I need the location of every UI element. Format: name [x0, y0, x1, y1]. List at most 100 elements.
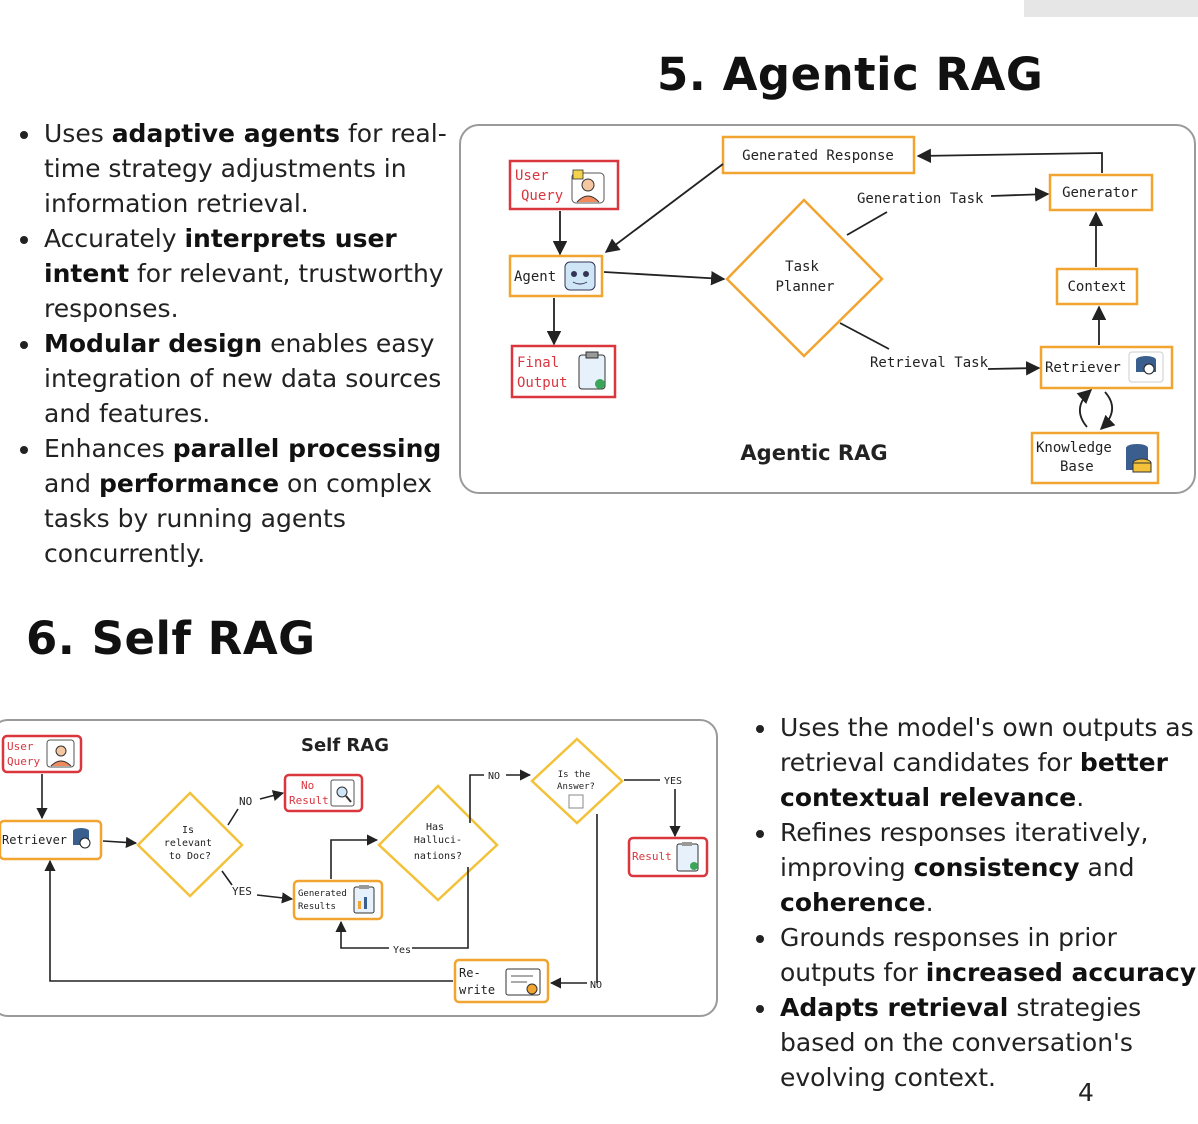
person-icon: [571, 169, 605, 204]
answer-doc-icon: [568, 794, 584, 809]
bullet-text: .: [1076, 783, 1085, 812]
rewrite-node: Re- write: [453, 958, 550, 1004]
is-relevant-label-2: relevant: [164, 838, 212, 849]
has-hallucinations-label-2: Halluci-: [414, 835, 462, 846]
user-query-label-2: Query: [521, 188, 563, 204]
has-hallucinations-node: Has Halluci- nations?: [377, 784, 499, 902]
bullet-text: Uses: [44, 119, 112, 148]
has-hallucinations-label-3: nations?: [414, 851, 462, 862]
generated-response-node: Generated Response: [721, 135, 916, 175]
self-clipboard-icon: [353, 885, 375, 914]
self-edges: [36, 769, 681, 989]
yes-loop-label: Yes: [393, 945, 411, 956]
generation-task-label: Generation Task: [857, 191, 984, 207]
corner-block: [1024, 0, 1198, 17]
has-hallucinations-label-1: Has: [426, 822, 444, 833]
database-search-icon: [1128, 351, 1164, 383]
yes-answer-label: YES: [664, 776, 682, 787]
bullet-text: Grounds responses in prior outputs for: [780, 923, 1117, 987]
agent-label: Agent: [514, 269, 556, 285]
edge-hallu-yes-b: [335, 920, 389, 949]
self-bullet-list: Uses the model's own outputs as retrieva…: [756, 710, 1198, 1095]
yes-bottom-label: YES: [232, 885, 252, 898]
agentic-bullet-2: Modular design enables easy integration …: [42, 326, 482, 431]
is-the-answer-label-2: Answer?: [557, 782, 595, 792]
result-label: Result: [632, 850, 672, 863]
self-rag-diagram: Self RAG User Query Retriever Is relevan…: [0, 734, 709, 1004]
retrieval-task-label: Retrieval Task: [870, 355, 989, 371]
self-retriever-label: Retriever: [2, 833, 67, 847]
edge-kb-to-retriever: [1076, 389, 1093, 428]
bullet-emphasis: adaptive agents: [111, 119, 341, 148]
self-user-query-node: User Query: [1, 734, 83, 774]
bullet-emphasis: Adapts retrieval: [780, 993, 1009, 1022]
bullet-emphasis: parallel processing: [172, 434, 442, 463]
knowledge-base-node: Knowledge Base: [1030, 431, 1160, 485]
clipboard-icon: [578, 351, 606, 390]
edge-generator-to-response: [916, 148, 1103, 173]
page-number: 4: [1078, 1078, 1094, 1107]
agentic-edges: [546, 148, 1116, 430]
no-answer-label: NO: [590, 980, 602, 991]
result-clipboard-icon: [676, 842, 699, 872]
bullet-emphasis: performance: [98, 469, 280, 498]
edge-retriever-to-relevant: [102, 836, 138, 848]
bullet-text: Accurately: [44, 224, 185, 253]
final-output-node: Final Output: [510, 344, 617, 399]
agentic-rag-diagram: User Query Agent Final Output: [508, 135, 1174, 485]
bullet-emphasis: better contextual relevance: [780, 748, 1168, 812]
bullet-emphasis: Modular design: [44, 329, 263, 358]
context-node: Context: [1055, 267, 1139, 306]
edge-relevant-no-a: [227, 808, 239, 826]
search-document-icon: [330, 779, 355, 807]
no-hallu-label: NO: [488, 771, 500, 782]
is-the-answer-node: Is the Answer?: [530, 737, 624, 825]
generator-label: Generator: [1062, 185, 1138, 201]
knowledge-base-label-1: Knowledge: [1036, 440, 1112, 456]
no-result-label-1: No: [301, 779, 314, 792]
rewrite-label-1: Re-: [459, 966, 481, 980]
edge-rewrite-to-retriever: [44, 859, 453, 982]
bullet-text: enables easy integration of new data sou…: [44, 329, 442, 428]
context-label: Context: [1067, 279, 1126, 295]
retriever-label: Retriever: [1045, 360, 1121, 376]
edge-relevant-yes-a: [221, 870, 233, 886]
edge-retrieval-task-to-retriever: [987, 361, 1041, 376]
bullet-text: on complex tasks by running agents concu…: [44, 469, 433, 568]
result-node: Result: [627, 836, 709, 878]
no-result-node: No Result: [283, 773, 364, 813]
certificate-icon: [505, 968, 541, 996]
edge-agent-to-planner: [603, 271, 726, 286]
generated-response-label: Generated Response: [742, 148, 894, 164]
bullet-text: .: [925, 888, 934, 917]
generated-results-label-1: Generated: [298, 889, 347, 899]
bullet-text: for real-time strategy adjustments in in…: [44, 119, 447, 218]
final-output-label-2: Output: [517, 375, 568, 391]
edge-hallu-yes-a: [412, 867, 469, 949]
edge-retriever-to-kb: [1099, 391, 1116, 430]
self-retriever-node: Retriever: [0, 819, 103, 861]
generated-results-label-2: Results: [298, 902, 336, 912]
self-diagram-caption: Self RAG: [301, 735, 389, 756]
user-query-node: User Query: [508, 159, 620, 211]
knowledge-base-label-2: Base: [1060, 459, 1094, 475]
is-relevant-label-3: to Doc?: [169, 851, 211, 862]
self-bullet-3: Adapts retrieval strategies based on the…: [778, 990, 1198, 1095]
edge-relevant-yes-b: [256, 892, 294, 904]
generated-results-node: Generated Results: [292, 879, 384, 921]
self-bullet-2: Grounds responses in prior outputs for i…: [778, 920, 1198, 990]
user-query-label-1: User: [515, 168, 549, 184]
bullet-text: and: [44, 469, 99, 498]
agentic-bullet-1: Accurately interprets user intent for re…: [42, 221, 482, 326]
database-icon: [1126, 444, 1152, 473]
bullet-text: Refines responses iteratively, improving: [780, 818, 1149, 882]
self-person-icon: [46, 739, 75, 768]
bullet-text: .: [1196, 958, 1198, 987]
edge-response-to-agent: [604, 163, 724, 253]
is-the-answer-label-1: Is the: [558, 770, 591, 780]
self-rag-title: 6. Self RAG: [26, 612, 316, 665]
is-relevant-node: Is relevant to Doc?: [136, 791, 244, 898]
bullet-text: strategies based on the conversation's e…: [780, 993, 1142, 1092]
agent-node: Agent: [508, 254, 604, 298]
bullet-emphasis: increased accuracy: [925, 958, 1197, 987]
